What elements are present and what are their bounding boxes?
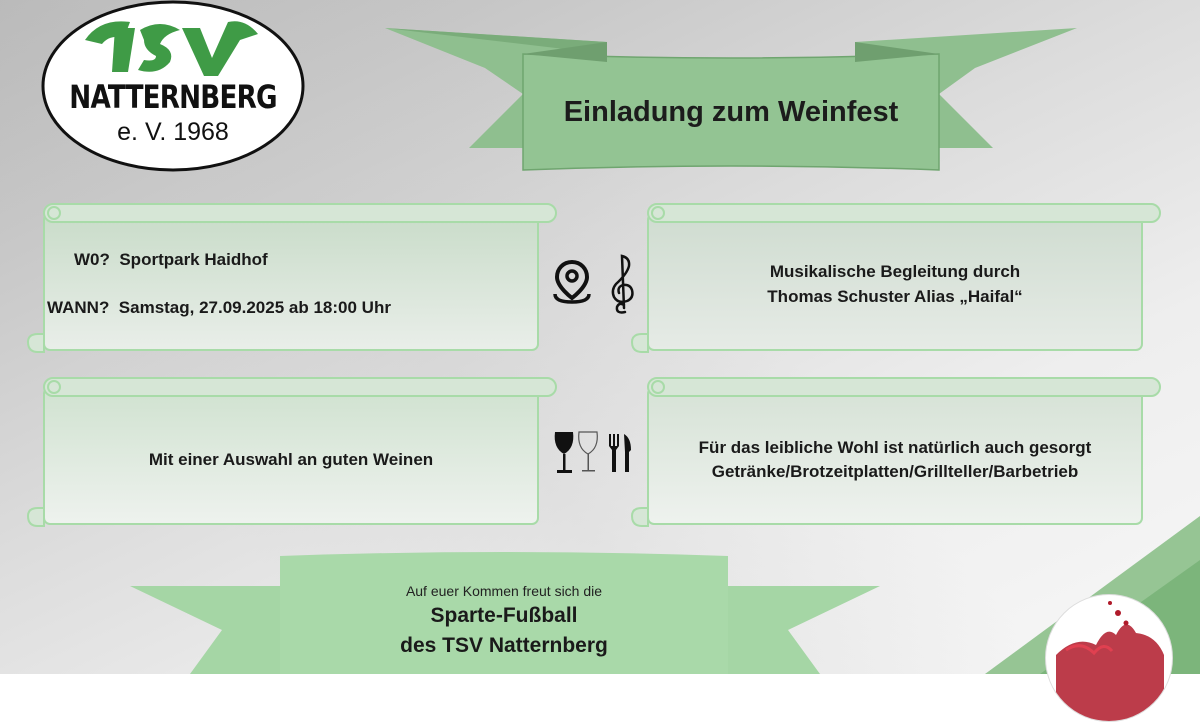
wine-line-1: Mit einer Auswahl an guten Weinen [148, 450, 434, 469]
footer-intro: Auf euer Kommen freut sich die [405, 583, 603, 599]
where-value: Sportpark Haidhof [119, 250, 268, 269]
map-pin-icon [553, 260, 591, 304]
wine-glasses-icon [554, 431, 598, 473]
when-label: WANN? [47, 298, 110, 317]
food-line-2: Getränke/Brotzeitplatten/Grillteller/Bar… [711, 462, 1079, 481]
music-line-2: Thomas Schuster Alias „Haifal“ [767, 287, 1023, 306]
page-title: Einladung zum Weinfest [563, 96, 899, 128]
wine-card: Mit einer Auswahl an guten Weinen [24, 376, 560, 528]
wine-splash-image [1045, 594, 1173, 722]
scroll-shape [26, 377, 557, 527]
when-value: Samstag, 27.09.2025 ab 18:00 Uhr [118, 298, 391, 317]
scroll-shape [630, 377, 1161, 527]
logo-name: NATTERNBERG [69, 78, 277, 116]
food-line-1: Für das leibliche Wohl ist natürlich auc… [698, 438, 1092, 457]
food-card: Für das leibliche Wohl ist natürlich auc… [628, 376, 1164, 528]
location-card: W0? Sportpark Haidhof WANN? Samstag, 27.… [24, 202, 560, 354]
footer-group: Sparte-Fußball [430, 604, 578, 627]
footer-club: des TSV Natternberg [400, 634, 608, 657]
scroll-shape [630, 203, 1161, 353]
footer-ribbon [130, 552, 880, 674]
club-logo [41, 0, 305, 172]
scroll-shape [26, 203, 557, 353]
logo-founding-year: e. V. 1968 [117, 118, 229, 146]
treble-clef-icon [611, 254, 634, 314]
title-ribbon [385, 28, 1077, 171]
where-label: W0? [74, 250, 110, 269]
fork-knife-icon [609, 434, 631, 472]
music-line-1: Musikalische Begleitung durch [769, 262, 1021, 281]
music-card: Musikalische Begleitung durch Thomas Sch… [628, 202, 1164, 354]
